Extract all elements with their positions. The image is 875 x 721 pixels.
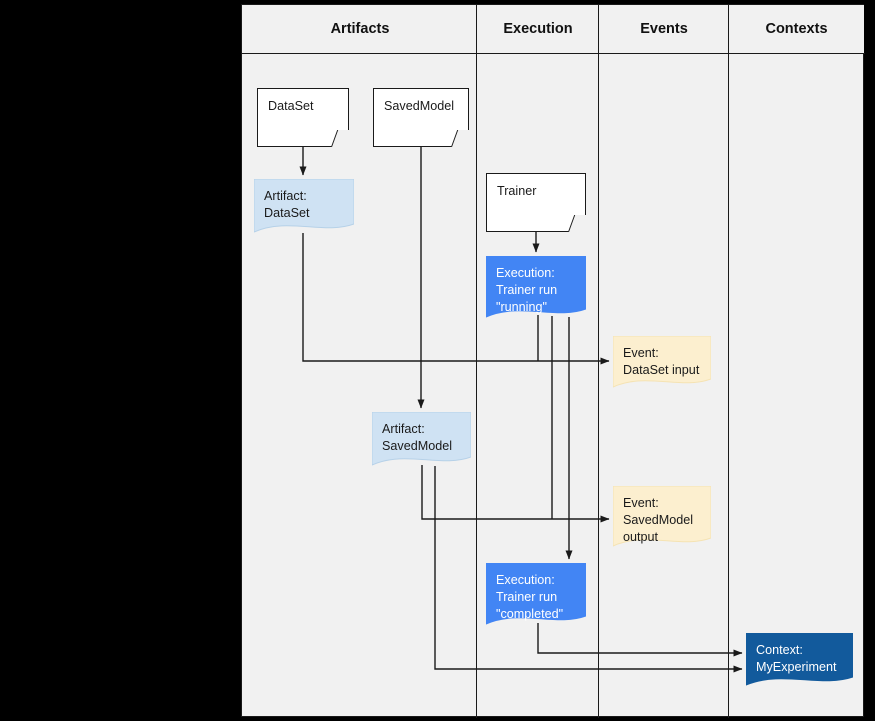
node-label: Execution: Trainer run "running"	[496, 266, 558, 314]
lane-header-artifacts: Artifacts	[243, 5, 477, 53]
node-dataset-document[interactable]: DataSet	[257, 88, 356, 147]
lane-divider-execution-events	[598, 5, 599, 718]
lane-divider-artifacts-execution	[476, 5, 477, 718]
node-label: Trainer	[497, 184, 537, 198]
lane-label-execution: Execution	[503, 21, 573, 37]
node-label: Artifact: DataSet	[264, 189, 310, 220]
document-fold-icon	[331, 130, 356, 147]
document-fold-icon	[568, 215, 593, 232]
node-label: Event: SavedModel output	[623, 496, 694, 544]
node-trainer-document[interactable]: Trainer	[486, 173, 593, 232]
lane-label-events: Events	[640, 21, 688, 37]
document-fold-icon	[451, 130, 476, 147]
node-label: Context: MyExperiment	[756, 643, 837, 674]
node-label: Artifact: SavedModel	[382, 422, 453, 453]
node-savedmodel-document[interactable]: SavedModel	[373, 88, 476, 147]
node-label: DataSet	[268, 99, 314, 113]
diagram-canvas: Artifacts Execution Events Contexts	[241, 4, 865, 718]
node-execution-trainer-completed[interactable]: Execution: Trainer run "completed"	[486, 563, 586, 628]
node-label: SavedModel	[384, 99, 455, 113]
node-artifact-savedmodel[interactable]: Artifact: SavedModel	[372, 412, 471, 469]
node-event-dataset-input[interactable]: Event: DataSet input	[613, 336, 711, 391]
node-context-myexperiment[interactable]: Context: MyExperiment	[746, 633, 853, 689]
node-event-savedmodel-output[interactable]: Event: SavedModel output	[613, 486, 711, 550]
lane-header-execution: Execution	[477, 5, 599, 53]
lane-label-artifacts: Artifacts	[330, 21, 390, 37]
lane-divider-events-contexts	[728, 5, 729, 718]
lane-header-underline	[242, 53, 865, 54]
node-execution-trainer-running[interactable]: Execution: Trainer run "running"	[486, 256, 586, 321]
connector-artifact-savedmodel-to-event-output	[421, 465, 610, 523]
node-artifact-dataset[interactable]: Artifact: DataSet	[254, 179, 354, 236]
lane-label-contexts: Contexts	[765, 21, 828, 37]
node-label: Execution: Trainer run "completed"	[496, 573, 564, 621]
lane-header-events: Events	[599, 5, 729, 53]
lane-header-contexts: Contexts	[729, 5, 864, 53]
node-label: Event: DataSet input	[623, 346, 700, 377]
